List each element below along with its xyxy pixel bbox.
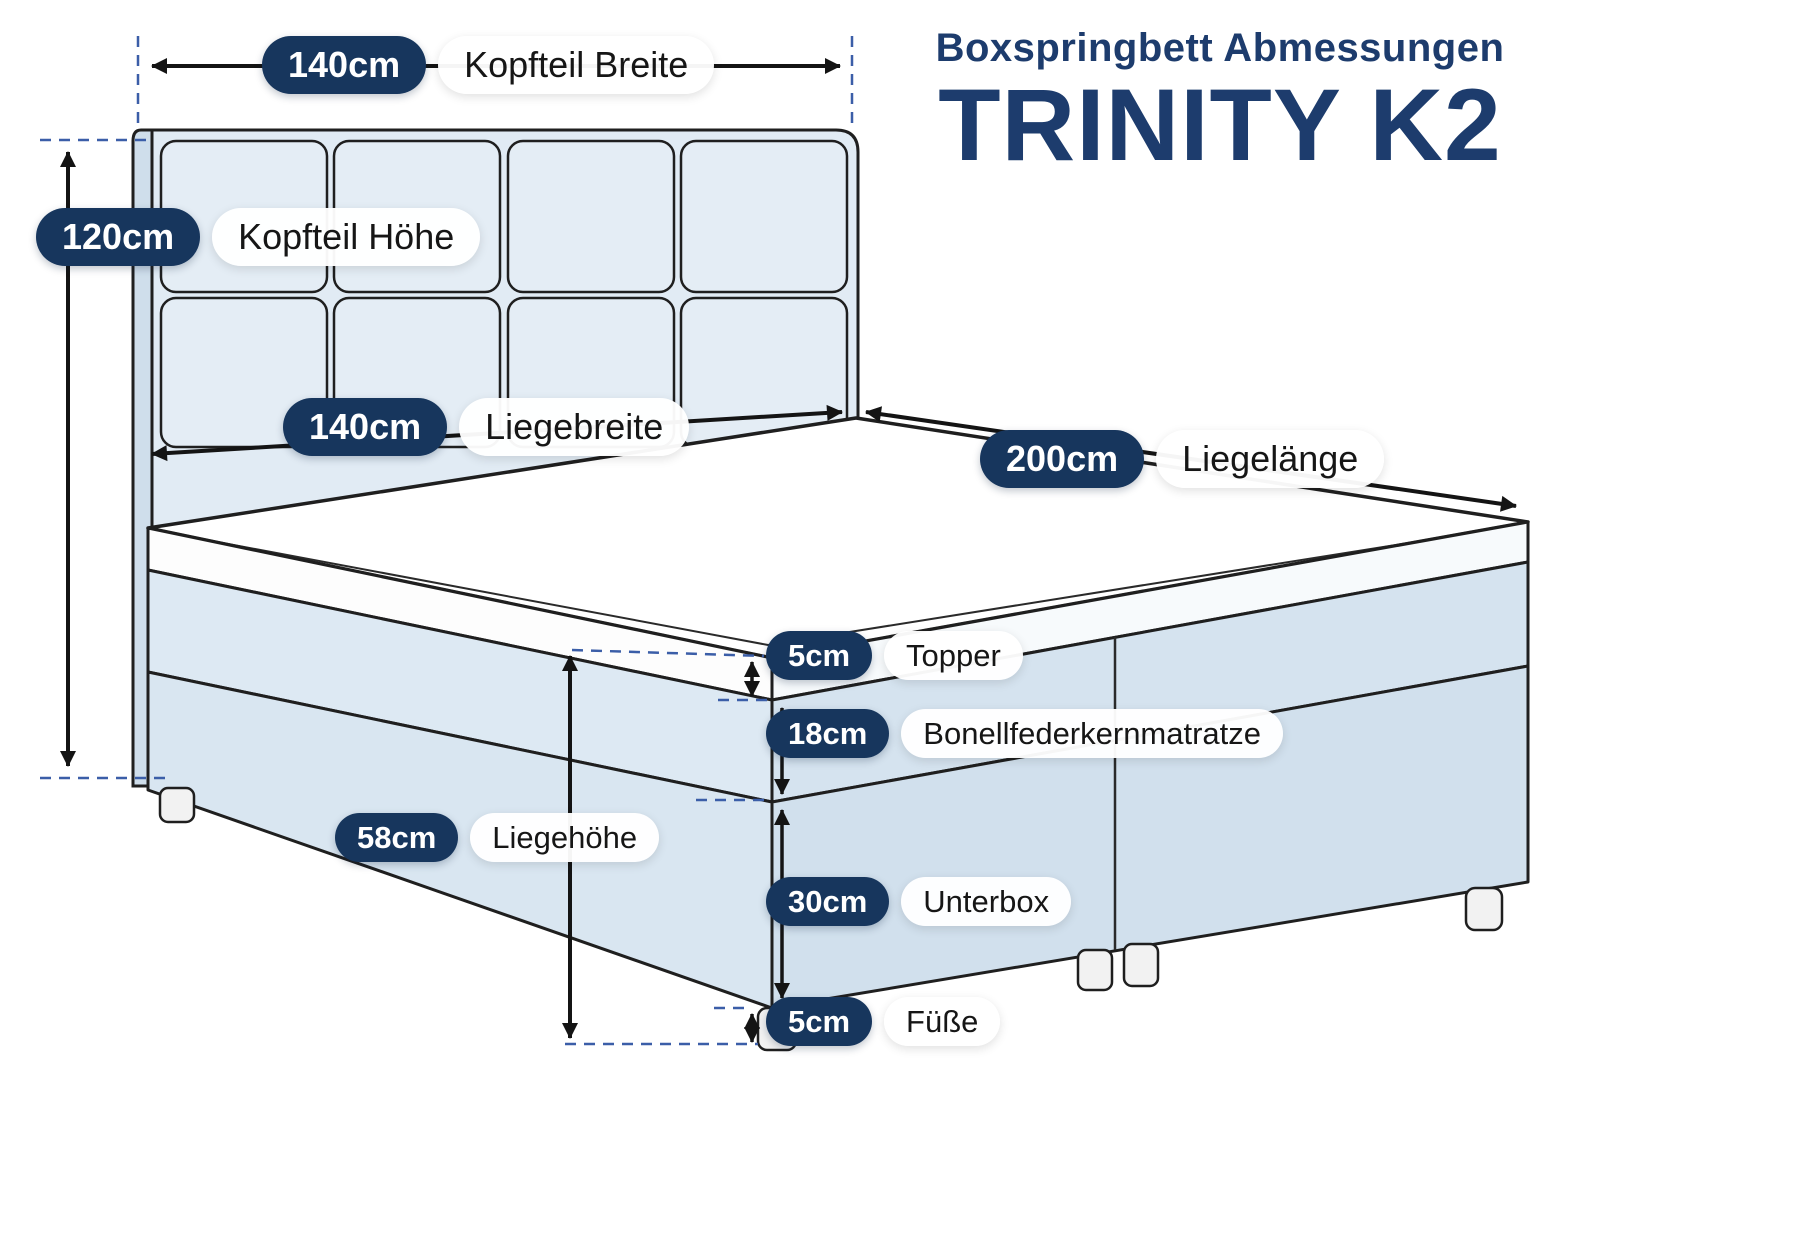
- dimension-value-pill: 58cm: [335, 813, 459, 862]
- product-title: TRINITY K2: [938, 68, 1502, 182]
- dashed-guides: [40, 36, 854, 1046]
- dimension-label-pill: Liegebreite: [459, 398, 690, 456]
- dimension-value-pill: 30cm: [766, 877, 890, 926]
- dimension-value-pill: 5cm: [766, 997, 873, 1046]
- dimension-value-pill: 120cm: [36, 208, 201, 266]
- dimension-fuesse: 5cm Füße: [766, 997, 1001, 1046]
- bed-foot: [1076, 948, 1114, 992]
- dimension-kopfteil-breite: 140cm Kopfteil Breite: [262, 36, 715, 94]
- dimension-liegehoehe: 58cm Liegehöhe: [335, 813, 660, 862]
- dimension-unterbox: 30cm Unterbox: [766, 877, 1072, 926]
- bed-foot: [158, 786, 196, 824]
- dimension-kopfteil-hoehe: 120cm Kopfteil Höhe: [36, 208, 481, 266]
- header: Boxspringbett Abmessungen TRINITY K2: [900, 26, 1540, 177]
- dimension-label-pill: Bonellfederkernmatratze: [901, 709, 1284, 758]
- bed-foot: [1464, 886, 1504, 932]
- dimension-label-pill: Füße: [884, 997, 1001, 1046]
- dimension-liegebreite: 140cm Liegebreite: [283, 398, 690, 456]
- dimension-value-pill: 140cm: [283, 398, 448, 456]
- dimension-label-pill: Liegehöhe: [470, 813, 660, 862]
- diagram-subtitle: Boxspringbett Abmessungen: [935, 26, 1505, 70]
- dimension-label-pill: Kopfteil Höhe: [212, 208, 481, 266]
- dimension-topper: 5cm Topper: [766, 631, 1023, 680]
- dimension-value-pill: 200cm: [980, 430, 1145, 488]
- dimension-label-pill: Unterbox: [901, 877, 1072, 926]
- dimension-label-pill: Topper: [884, 631, 1023, 680]
- dimension-label-pill: Liegelänge: [1156, 430, 1385, 488]
- dimension-value-pill: 140cm: [262, 36, 427, 94]
- dimension-value-pill: 5cm: [766, 631, 873, 680]
- dimension-liegelaenge: 200cm Liegelänge: [980, 430, 1385, 488]
- dimension-value-pill: 18cm: [766, 709, 890, 758]
- dimension-label-pill: Kopfteil Breite: [438, 36, 715, 94]
- dimension-matratze: 18cm Bonellfederkernmatratze: [766, 709, 1284, 758]
- bed-foot: [1122, 942, 1160, 988]
